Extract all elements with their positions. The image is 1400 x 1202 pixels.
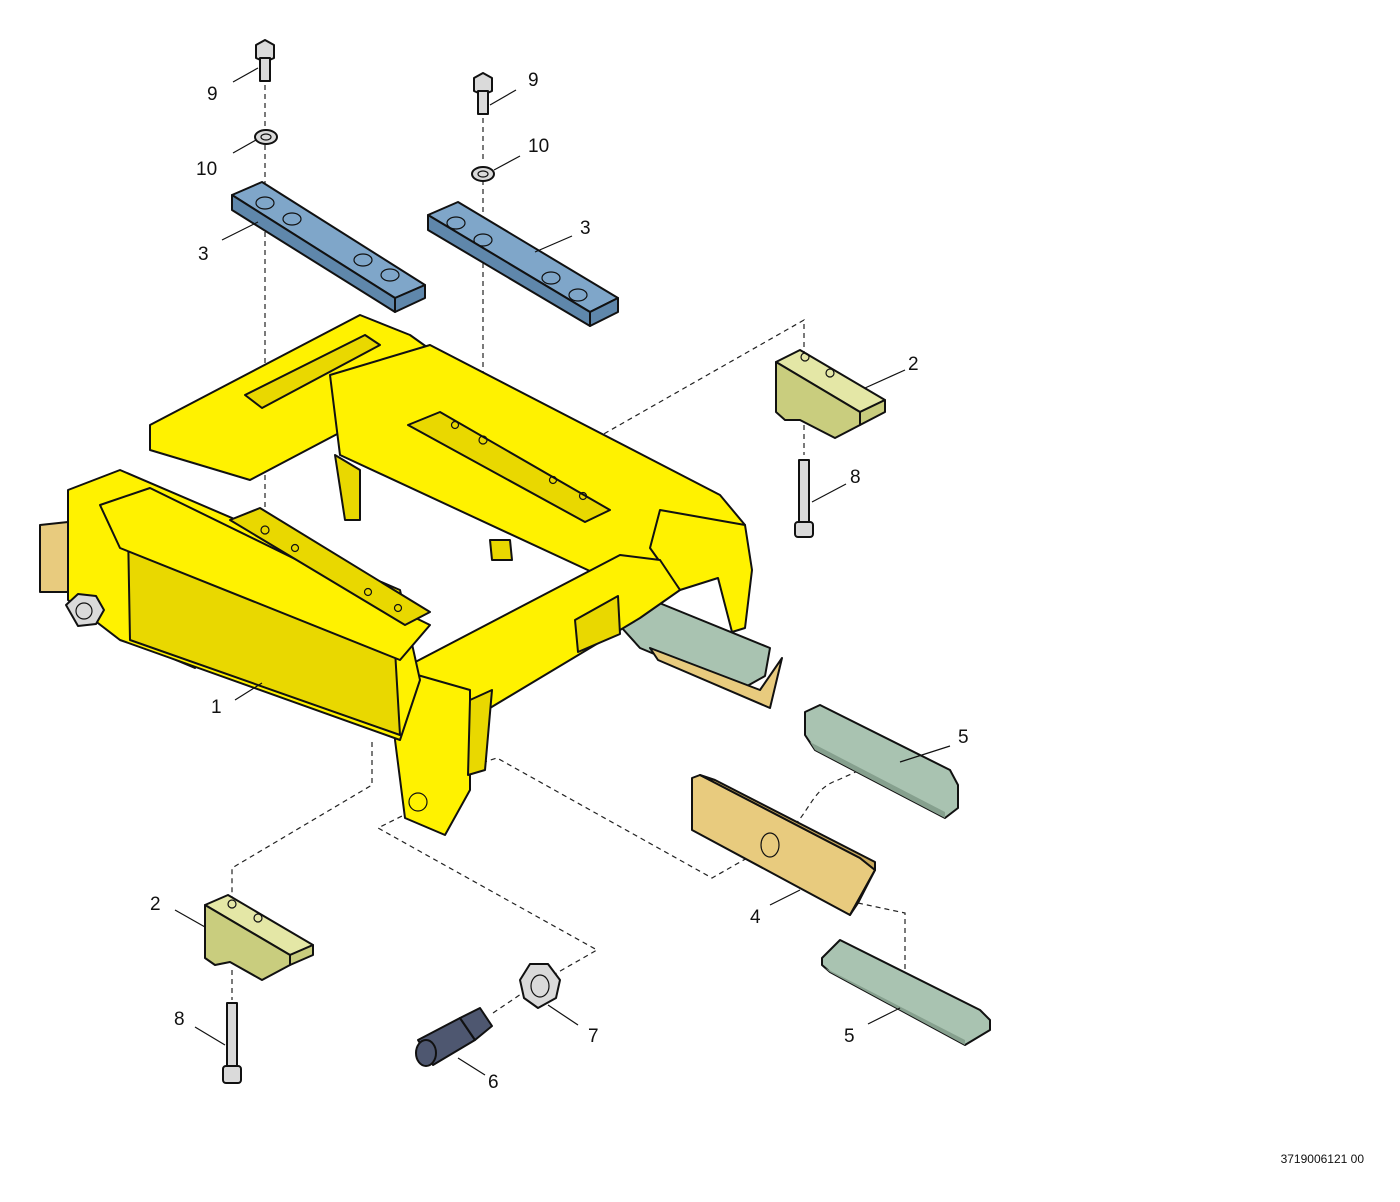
washer-right [471,166,495,182]
callout-stud: 6 [488,1072,499,1093]
frame-wedge-left [39,521,69,593]
callout-rail-right: 3 [580,218,591,239]
callout-bolt-right: 9 [528,70,539,91]
bolt-left [255,39,275,82]
callout-frame: 1 [211,697,222,718]
clamp-right [775,349,886,439]
frame-part [39,314,783,836]
document-number: 3719006121 00 [1280,1152,1364,1166]
callout-screw-right: 8 [850,467,861,488]
leader-lines [174,67,951,1076]
guide-rail-left [231,181,426,313]
washer-left [254,129,278,145]
wedge-part [691,774,876,916]
callout-washer-right: 10 [528,136,549,157]
callouts: 9 10 3 9 10 3 2 8 1 5 4 5 2 8 6 7 [150,70,969,1093]
bolt-right [473,72,493,115]
nut-part [519,963,561,1009]
callout-clamp-right: 2 [908,354,919,375]
frame-wedge-right [649,647,783,709]
screw-left [222,1002,242,1084]
callout-washer-left: 10 [196,159,217,180]
callout-pad-bottom: 5 [844,1026,855,1047]
callout-clamp-left: 2 [150,894,161,915]
clamp-left [204,894,314,981]
frame-nut [65,593,105,627]
screw-right [794,459,814,538]
callout-bolt-left: 9 [207,84,218,105]
callout-pad-top: 5 [958,727,969,748]
pad-top [804,704,959,819]
callout-nut: 7 [588,1026,599,1047]
callout-wedge: 4 [750,907,761,928]
stud-part [415,1007,493,1067]
pad-bottom [821,939,991,1046]
callout-screw-left: 8 [174,1009,185,1030]
callout-rail-left: 3 [198,244,209,265]
guide-rail-right [427,201,619,327]
